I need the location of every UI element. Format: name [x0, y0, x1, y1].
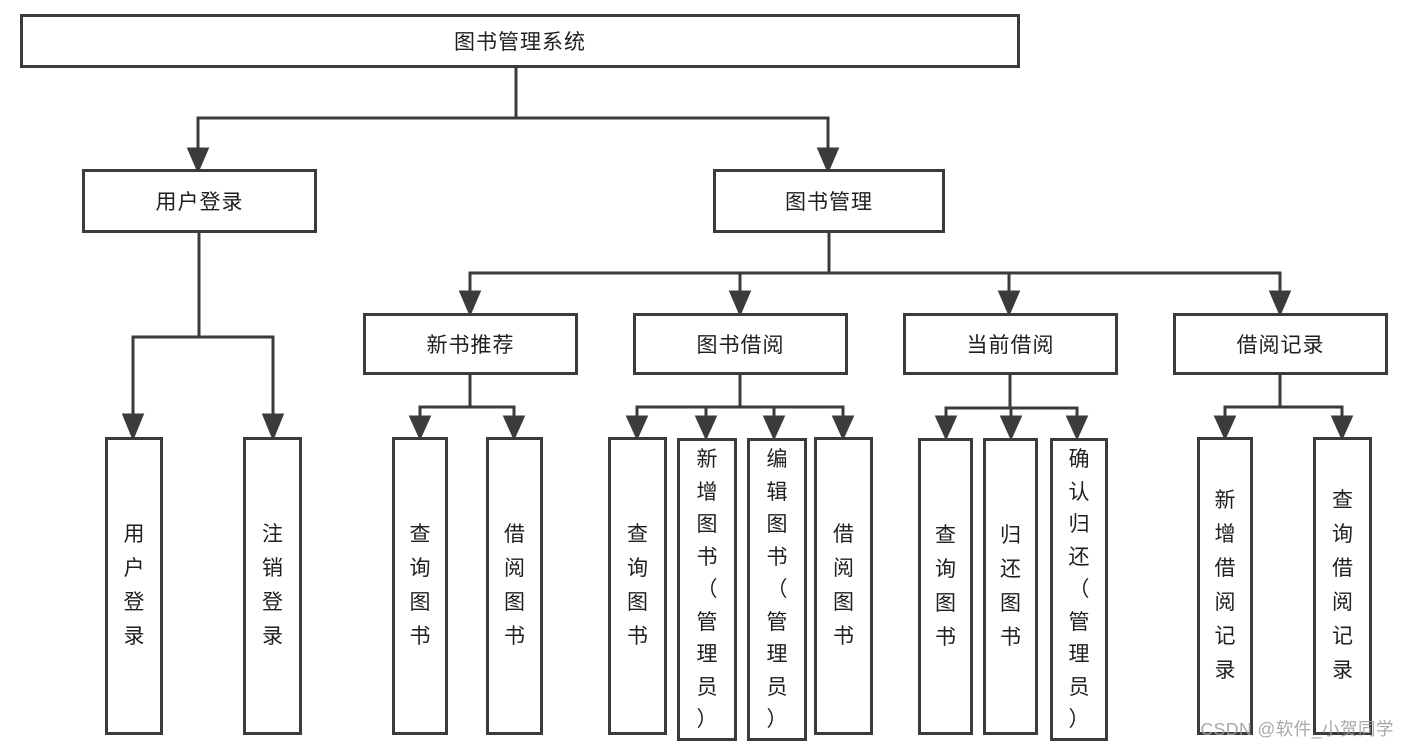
node-label: 新书推荐 [426, 334, 515, 357]
arrow-down-icon [121, 413, 145, 441]
node-label: 借阅记录 [1236, 334, 1325, 357]
node-label: 新增借阅记录 [1214, 489, 1236, 682]
leaf-add-books-admin: 新增图书（管理员） [677, 438, 737, 741]
arrow-down-icon [1065, 415, 1089, 441]
leaf-return-books: 归还图书 [983, 438, 1038, 735]
node-label: 编辑图书（管理员） [766, 448, 788, 731]
node-label: 查询图书 [409, 523, 431, 648]
node-label: 图书借阅 [696, 334, 785, 357]
node-book-management: 图书管理 [713, 169, 945, 233]
leaf-edit-books-admin: 编辑图书（管理员） [747, 438, 807, 741]
arrow-down-icon [1213, 415, 1237, 441]
node-label: 图书管理 [785, 191, 873, 214]
arrow-down-icon [502, 415, 526, 441]
node-label: 用户登录 [155, 191, 244, 214]
arrow-down-icon [408, 415, 432, 441]
node-label: 查询借阅记录 [1332, 489, 1353, 682]
arrow-down-icon [997, 290, 1021, 317]
leaf-borrow-books-2: 借阅图书 [814, 437, 873, 735]
node-label: 用户登录 [123, 523, 145, 648]
node-label: 新增图书（管理员） [696, 448, 718, 731]
arrow-down-icon [831, 415, 855, 441]
node-library-system: 图书管理系统 [20, 14, 1020, 68]
node-label: 查询图书 [627, 523, 648, 648]
node-label: 查询图书 [935, 523, 956, 649]
node-current-borrowing: 当前借阅 [903, 313, 1118, 375]
node-label: 图书管理系统 [454, 31, 586, 54]
arrow-down-icon [999, 415, 1023, 441]
node-label: 借阅图书 [833, 523, 854, 648]
node-borrow-records: 借阅记录 [1173, 313, 1388, 375]
arrow-down-icon [261, 413, 285, 441]
node-new-book-recommend: 新书推荐 [363, 313, 578, 375]
arrow-down-icon [1330, 415, 1354, 441]
csdn-watermark: CSDN @软件_小贺同学 [1200, 719, 1394, 739]
arrow-down-icon [186, 147, 210, 174]
node-label: 确认归还（管理员） [1068, 448, 1090, 731]
node-book-borrowing: 图书借阅 [633, 313, 848, 375]
leaf-query-borrow-record: 查询借阅记录 [1313, 437, 1372, 735]
arrow-down-icon [762, 415, 786, 441]
leaf-query-books-2: 查询图书 [608, 437, 667, 735]
arrow-down-icon [816, 147, 840, 174]
node-label: 借阅图书 [504, 523, 525, 648]
arrow-down-icon [458, 290, 482, 317]
arrow-down-icon [934, 415, 958, 441]
arrow-down-icon [625, 415, 649, 441]
leaf-borrow-books-1: 借阅图书 [486, 437, 543, 735]
leaf-user-login: 用户登录 [105, 437, 163, 735]
leaf-confirm-return-admin: 确认归还（管理员） [1050, 438, 1108, 741]
node-user-login: 用户登录 [82, 169, 317, 233]
arrow-down-icon [694, 415, 718, 441]
arrow-down-icon [1268, 290, 1292, 317]
leaf-query-books-1: 查询图书 [392, 437, 448, 735]
leaf-query-books-3: 查询图书 [918, 438, 973, 735]
node-label: 注销登录 [262, 523, 283, 648]
node-label: 当前借阅 [966, 334, 1055, 357]
arrow-down-icon [728, 290, 752, 317]
tree-connectors [121, 68, 1354, 441]
node-label: 归还图书 [1000, 523, 1021, 649]
leaf-logout: 注销登录 [243, 437, 302, 735]
leaf-add-borrow-record: 新增借阅记录 [1197, 437, 1253, 735]
